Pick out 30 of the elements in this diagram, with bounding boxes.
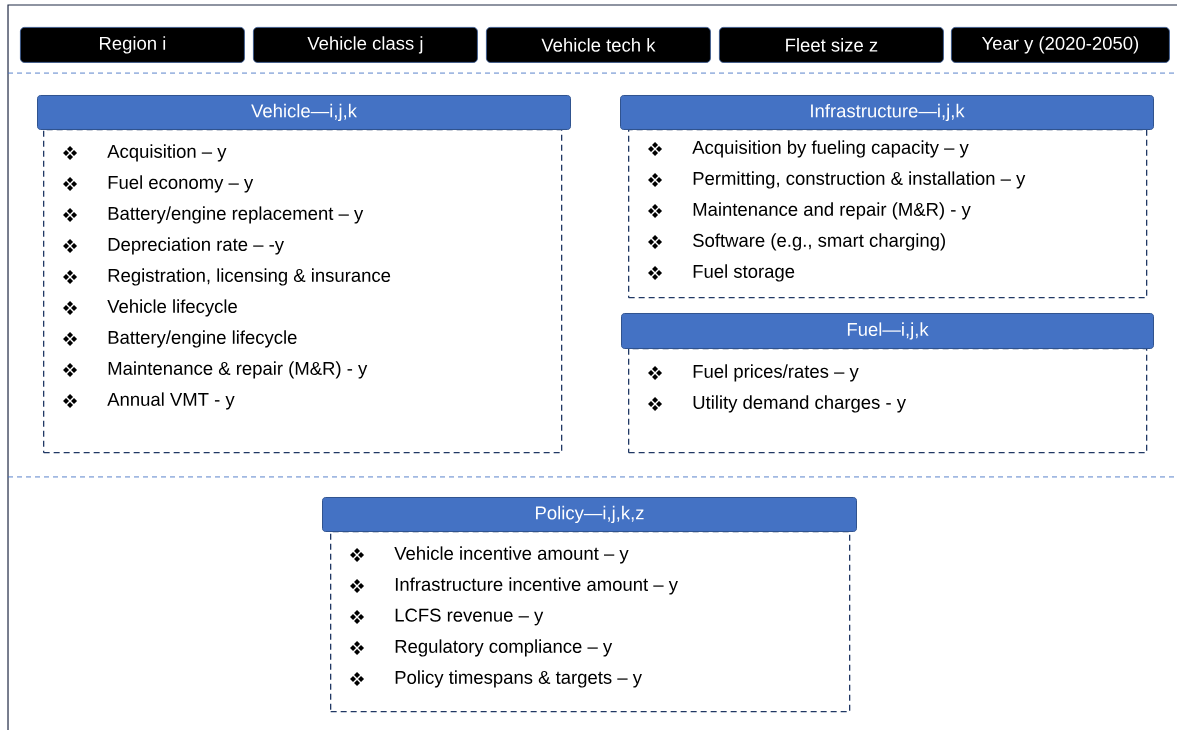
label-box: Region i bbox=[20, 27, 245, 63]
list-item: Depreciation rate – -y bbox=[108, 237, 284, 255]
header-bar: Infrastructure—i,j,k bbox=[620, 95, 1154, 130]
label-box: Vehicle tech k bbox=[486, 27, 711, 63]
list-item: Fuel storage bbox=[693, 264, 795, 282]
list-item: Regulatory compliance – y bbox=[395, 639, 613, 657]
label-box: Vehicle class j bbox=[253, 27, 478, 63]
list-item: Utility demand charges - y bbox=[693, 395, 906, 413]
list-item: Acquisition – y bbox=[107, 144, 227, 162]
list-item: Vehicle incentive amount – y bbox=[394, 546, 629, 564]
label-box: Fleet size z bbox=[719, 27, 944, 63]
list-item: Permitting, construction & installation – y bbox=[693, 171, 1026, 189]
list-item: Acquisition by fueling capacity – y bbox=[692, 140, 969, 158]
list-item: Battery/engine lifecycle bbox=[108, 330, 297, 348]
list-item: Software (e.g., smart charging) bbox=[693, 233, 945, 251]
list-item: Infrastructure incentive amount – y bbox=[395, 577, 678, 595]
label-box: Year y (2020-2050) bbox=[951, 27, 1170, 63]
list-item: Vehicle lifecycle bbox=[107, 299, 237, 317]
list-item: LCFS revenue – y bbox=[395, 608, 544, 626]
list-item: Maintenance and repair (M&R) - y bbox=[693, 202, 971, 220]
list-item: Annual VMT - y bbox=[107, 392, 235, 410]
list-item: Fuel economy – y bbox=[108, 175, 254, 193]
header-bar: Vehicle—i,j,k bbox=[37, 95, 571, 130]
header-bar: Policy—i,j,k,z bbox=[322, 497, 857, 532]
header-bar: Fuel—i,j,k bbox=[621, 313, 1154, 349]
list-item: Fuel prices/rates – y bbox=[693, 364, 859, 382]
list-item: Registration, licensing & insurance bbox=[108, 268, 391, 286]
list-item: Maintenance & repair (M&R) - y bbox=[108, 361, 368, 379]
list-item: Policy timespans & targets – y bbox=[395, 670, 642, 688]
list-item: Battery/engine replacement – y bbox=[108, 206, 364, 224]
